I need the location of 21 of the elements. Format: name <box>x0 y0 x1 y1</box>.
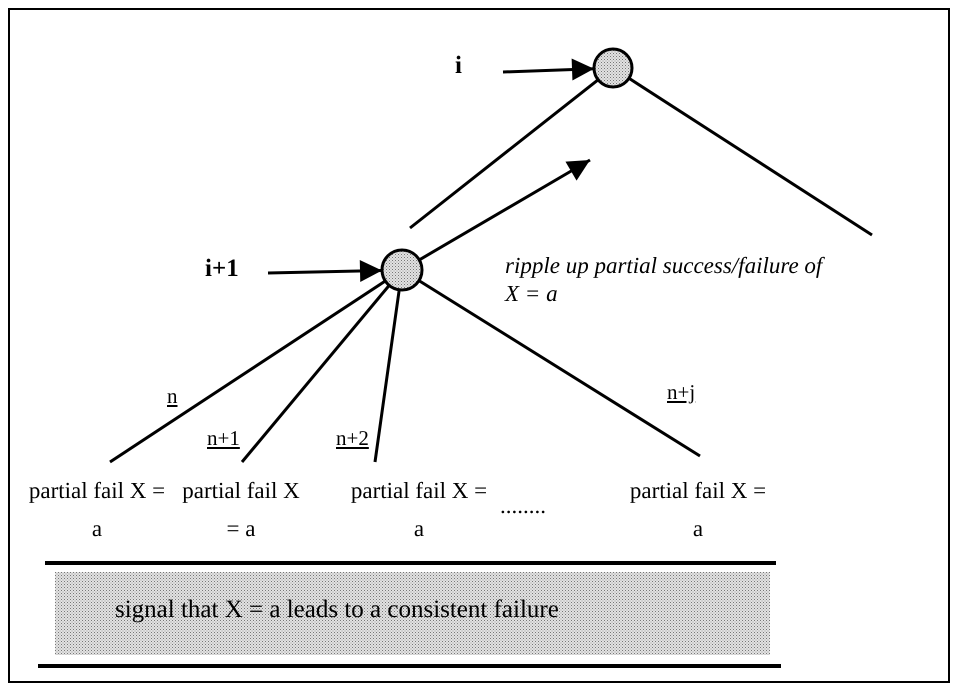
shaded-band <box>55 572 770 655</box>
branch-line <box>109 280 386 464</box>
ellipsis-label: ........ <box>500 492 547 520</box>
arrow <box>268 260 382 282</box>
annotation-text: ripple up partial success/failure of X = a <box>505 252 835 308</box>
branch-line <box>240 284 390 463</box>
leaf-label: partial fail X = a <box>181 477 301 543</box>
branch-line <box>418 279 701 458</box>
leaf-label: partial fail X = a <box>28 477 166 543</box>
tree-node-circle <box>380 248 424 292</box>
band-label: signal that X = a leads to a consistent failure <box>115 596 559 624</box>
level-label: i <box>455 52 462 80</box>
tree-node-circle <box>592 47 634 89</box>
branch-line <box>409 78 599 230</box>
branch-line <box>628 77 873 236</box>
arrow <box>418 158 591 262</box>
leaf-label: partial fail X = a <box>350 477 488 543</box>
level-label: i+1 <box>205 255 239 283</box>
arrow <box>502 58 594 80</box>
leaf-label: partial fail X = a <box>628 477 768 543</box>
branch-line <box>374 290 401 462</box>
